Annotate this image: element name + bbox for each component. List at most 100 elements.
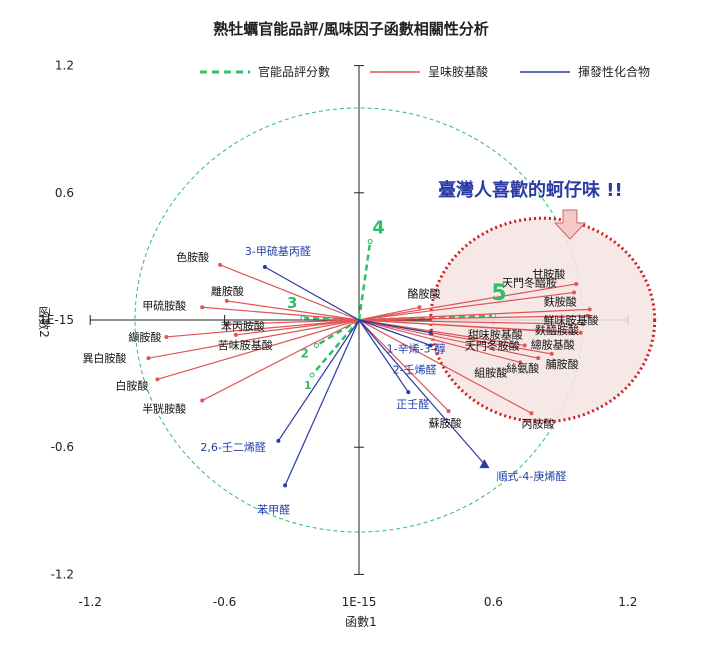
amino-vector-13	[358, 306, 420, 321]
amino-label-3: 鮮味胺基酸	[543, 313, 598, 327]
amino-point-10	[518, 360, 523, 365]
volatile-point-4-4	[479, 459, 490, 469]
amino-vector-0	[358, 283, 577, 321]
amino-point-11	[529, 411, 534, 416]
amino-point-9	[536, 356, 541, 361]
amino-label-14: 色胺酸	[176, 250, 209, 264]
volatile-label-4-4: 順式-4-庚烯醛	[496, 469, 566, 483]
amino-vector-12	[358, 319, 450, 412]
sensory-point-2-1	[313, 342, 319, 348]
amino-vector-1	[358, 291, 575, 321]
vectors	[146, 239, 592, 488]
volatile-label-3: 正壬醛	[396, 397, 429, 411]
amino-label-4: 麩醯胺酸	[535, 323, 579, 337]
volatile-label-2-2: 2-壬烯醛	[393, 362, 437, 376]
amino-point-6	[569, 330, 574, 335]
volatile-point-1-3-1	[428, 330, 433, 335]
amino-label-18: 纈胺酸	[128, 330, 161, 344]
x-tick-label: -0.6	[213, 595, 236, 609]
volatile-label-2-6-5: 2,6-壬二烯醛	[200, 440, 265, 454]
amino-point-8	[549, 351, 554, 356]
amino-vector-6	[358, 319, 572, 334]
amino-point-19	[233, 332, 238, 337]
amino-vector-17	[226, 319, 360, 325]
sensory-label-2-1: 2	[300, 346, 308, 360]
y-axis-label: 函數2	[37, 306, 51, 338]
amino-point-3	[585, 313, 590, 318]
amino-vector-9	[358, 319, 539, 359]
amino-vector-3	[358, 315, 588, 321]
volatile-point-2-6-5	[276, 438, 281, 443]
sensory-label-4-3: 4	[372, 218, 385, 239]
amino-point-0	[574, 281, 579, 286]
amino-point-20	[146, 356, 151, 361]
sensory-vector-4-3	[357, 241, 372, 321]
amino-point-2	[587, 307, 592, 312]
amino-point-5	[578, 330, 583, 335]
sensory-point-1-0	[309, 372, 315, 378]
volatile-vector-6	[284, 319, 360, 486]
amino-vector-7	[358, 319, 525, 347]
amino-label-7: 天門冬胺酸	[465, 338, 520, 352]
amino-label-13: 酪胺酸	[407, 286, 440, 300]
amino-point-14	[218, 262, 223, 267]
amino-point-15	[224, 298, 229, 303]
amino-label-2: 麩胺酸	[544, 294, 577, 308]
amino-vector-20	[148, 319, 360, 359]
amino-vector-2	[358, 308, 590, 321]
amino-label-12: 蘇胺酸	[429, 416, 462, 430]
legend-label-sensory: 官能品評分數	[258, 64, 330, 79]
y-tick-label: 0.6	[55, 186, 74, 200]
amino-label-21: 白胺酸	[115, 378, 148, 392]
amino-vector-15	[226, 300, 360, 321]
legend-label-volatile: 揮發性化合物	[578, 64, 650, 79]
amino-label-10: 組胺酸	[474, 365, 507, 379]
amino-point-7	[522, 343, 527, 348]
x-tick-label: 1.2	[618, 595, 637, 609]
amino-label-20: 異白胺酸	[82, 351, 126, 365]
y-tick-label: 1.2	[55, 59, 74, 73]
callout-arrow	[553, 209, 587, 240]
volatile-vector-1-3-1	[358, 319, 431, 334]
amino-label-6: 甜味胺基酸	[468, 328, 523, 342]
amino-vector-19	[235, 319, 360, 336]
amino-vector-11	[358, 319, 532, 414]
amino-vector-22	[201, 319, 360, 402]
amino-label-22: 半胱胺酸	[142, 402, 186, 416]
amino-point-21	[155, 377, 160, 382]
amino-point-12	[446, 409, 451, 414]
y-tick-label: -0.6	[51, 440, 74, 454]
amino-label-17: 苯丙胺酸	[221, 319, 265, 333]
volatile-vector-2-6-5	[277, 319, 360, 442]
volatile-vector-2-2	[358, 319, 431, 347]
sensory-point-3-2	[300, 315, 306, 321]
callout-text: 臺灣人喜歡的蚵仔味 !!	[438, 179, 623, 201]
chart-title: 熟牡蠣官能品評/風味因子函數相關性分析	[213, 20, 488, 38]
sensory-label-5-4: 5	[491, 281, 506, 306]
amino-label-16: 甲硫胺酸	[142, 298, 186, 312]
amino-point-18	[164, 334, 169, 339]
amino-vector-14	[219, 264, 360, 321]
volatile-point-3	[406, 390, 411, 395]
amino-point-13	[417, 305, 422, 310]
sensory-label-1-0: 1	[304, 379, 312, 392]
sensory-vector-1-0	[311, 319, 360, 376]
x-tick-label: -1.2	[78, 595, 101, 609]
amino-point-22	[200, 398, 205, 403]
volatile-vector-4-4	[358, 319, 485, 465]
amino-label-8: 脯胺酸	[546, 357, 579, 371]
x-tick-label: 0.6	[484, 595, 503, 609]
amino-label-19: 苦味胺基酸	[218, 338, 273, 352]
amino-vector-16	[202, 306, 360, 321]
volatile-label-3-0: 3-甲硫基丙醛	[245, 244, 311, 258]
amino-vector-4	[358, 319, 584, 325]
volatile-label-1-3-1: 1-辛烯-3-醇	[387, 342, 446, 356]
amino-point-17	[224, 322, 229, 327]
amino-label-9: 絲氨酸	[506, 361, 539, 375]
amino-vector-10	[358, 319, 521, 363]
volatile-label-6: 苯甲醛	[257, 502, 290, 516]
sensory-label-3-2: 3	[287, 294, 297, 312]
amino-point-4	[581, 322, 585, 327]
y-tick-label: -1.2	[51, 567, 74, 581]
